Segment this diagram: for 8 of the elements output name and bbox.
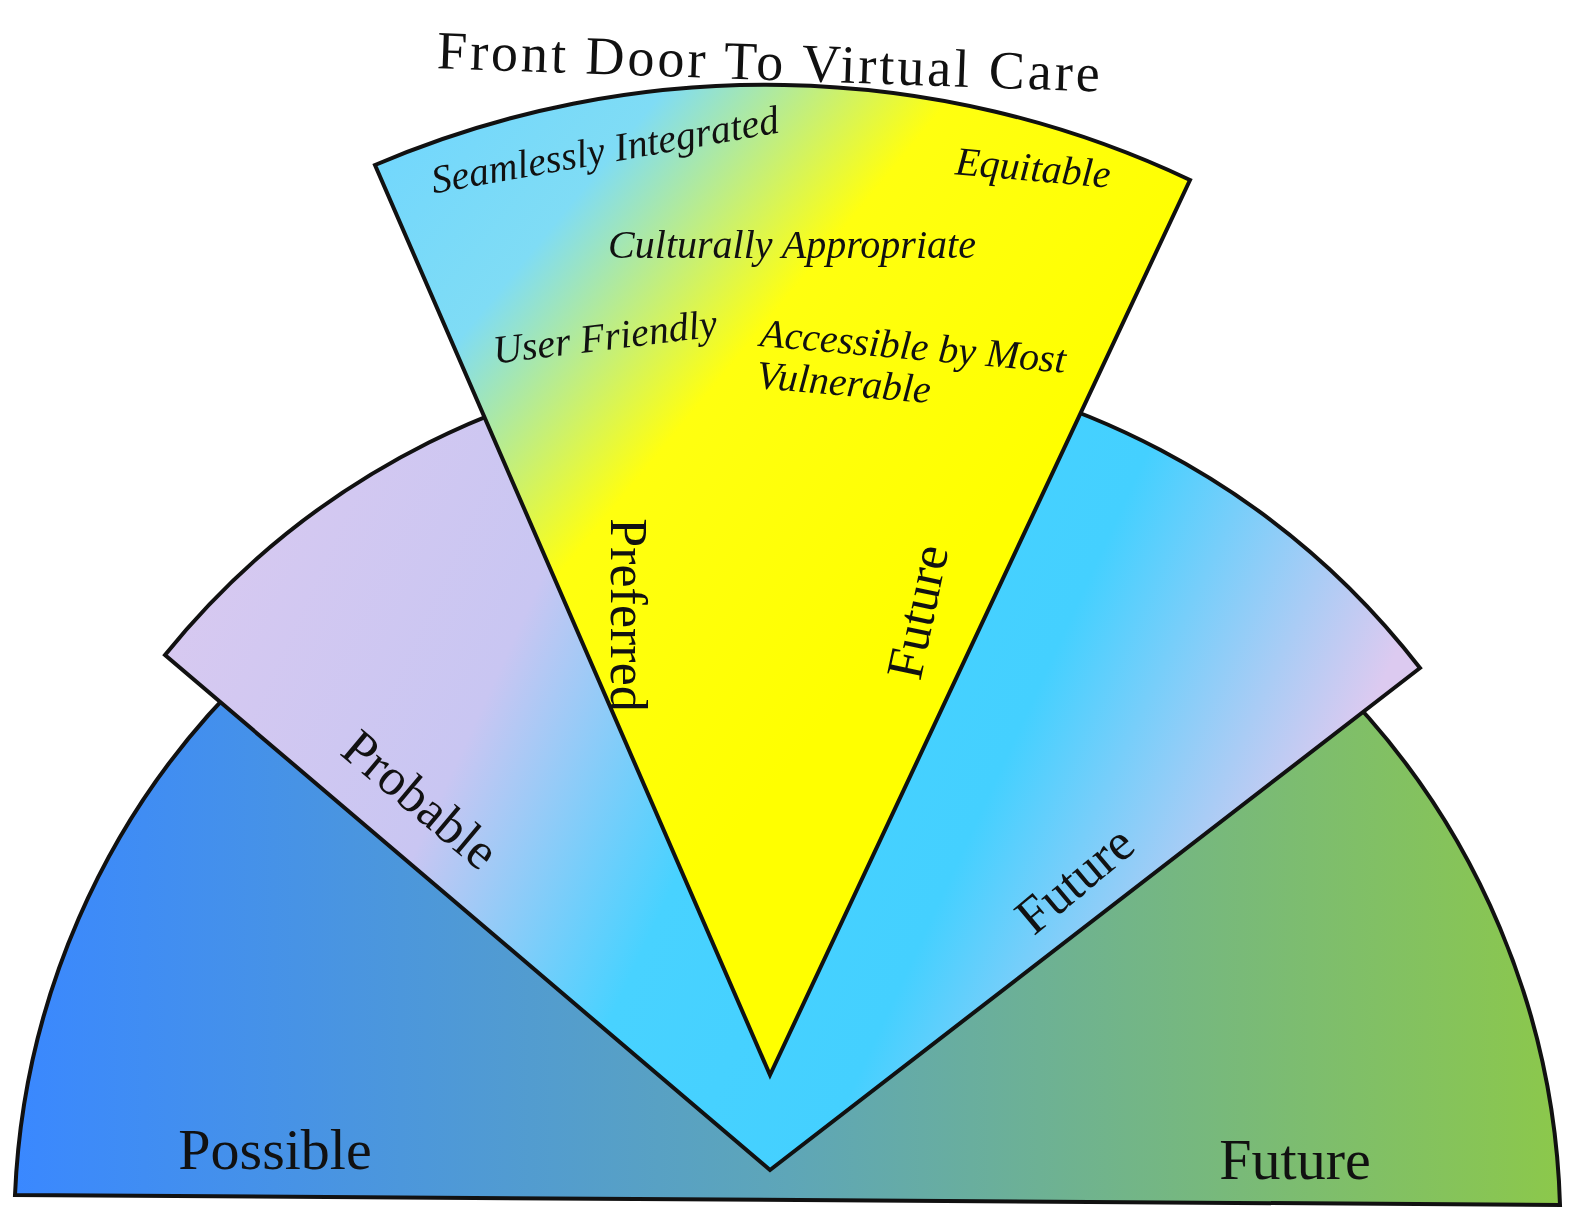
region-label: Future bbox=[1219, 1129, 1371, 1191]
quality-label: Accessible by Most Vulnerable bbox=[754, 312, 1069, 415]
region-label: Preferred bbox=[600, 518, 656, 712]
quality-label: Culturally Appropriate bbox=[608, 224, 976, 266]
region-label: Future bbox=[877, 539, 959, 685]
quality-label: Equitable bbox=[953, 140, 1113, 196]
region-label: Possible bbox=[178, 1119, 372, 1181]
quality-label: User Friendly bbox=[490, 302, 720, 372]
